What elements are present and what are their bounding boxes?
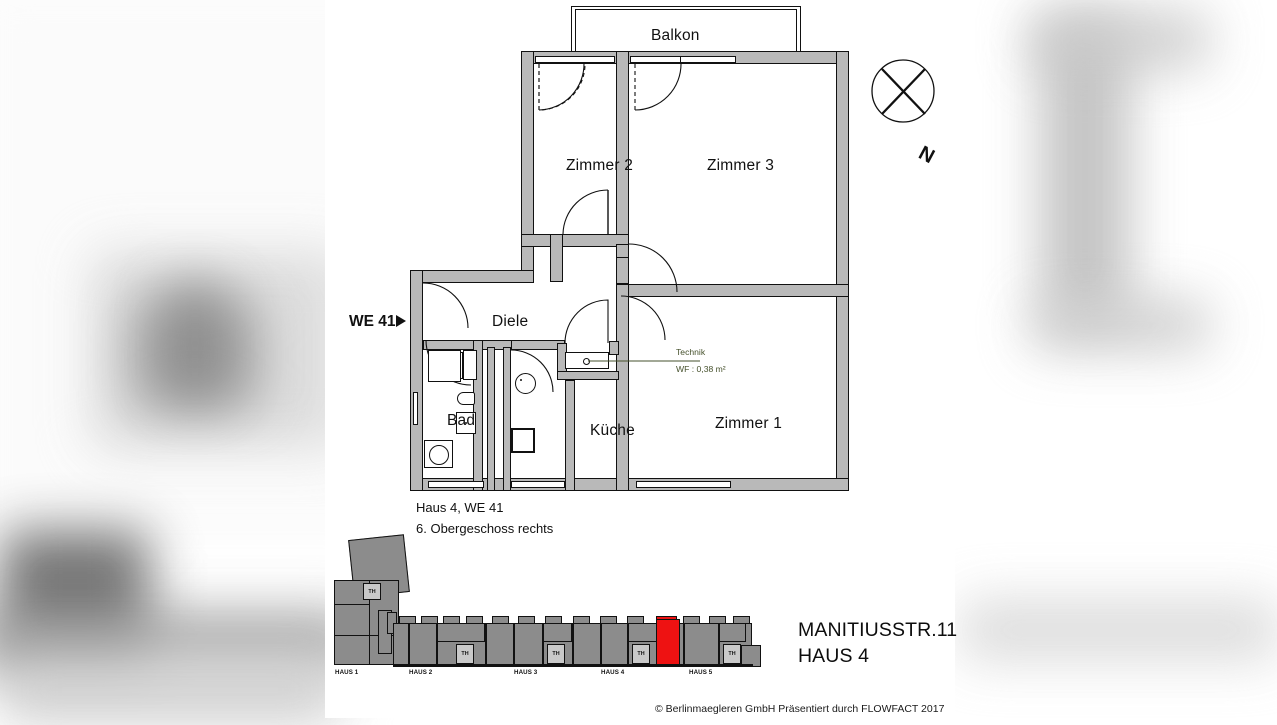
exterior-wall-left-lower [410,270,423,491]
site-plan: TH [325,530,958,695]
backdrop-blob [960,600,1277,660]
site-roof-tab [709,616,726,624]
site-block-haus5-notch [719,623,746,642]
backdrop-blob [0,655,340,725]
window-zimmer3-balcony-2 [630,56,681,63]
site-party-wall [600,623,602,665]
washing-machine-drum-icon [429,445,449,465]
site-label-haus3: HAUS 3 [514,669,538,676]
site-roof-tab [399,616,416,624]
room-label-zimmer2: Zimmer 2 [566,157,634,174]
site-party-wall [542,623,544,665]
site-label-haus5: HAUS 5 [689,669,713,676]
technik-leader-line [588,360,700,362]
kitchen-sink-icon [515,373,536,394]
interior-wall-kueche-right [565,380,575,491]
technik-label: Technik [676,347,706,357]
site-party-wall [683,623,685,665]
site-label-haus2: HAUS 2 [409,669,433,676]
backdrop-blob [1030,10,1210,70]
kitchen-appliance [511,428,535,453]
site-party-wall [718,623,720,665]
site-roof-tab [466,616,483,624]
window-bad-left [413,392,418,425]
site-party-wall [408,623,410,665]
site-block-haus2-notch [437,623,485,642]
site-party-wall [485,623,487,665]
backdrop-blob [1040,20,1130,320]
sink-drain [465,422,467,424]
site-label-haus1: HAUS 1 [335,669,359,676]
door-jamb-z3 [616,244,629,258]
copyright-footer: © Berlinmaegleren GmbH Präsentiert durch… [655,703,945,715]
site-stair-haus1: TH [363,583,381,600]
technik-wall-bottom [557,371,619,380]
window-zimmer1 [636,481,731,488]
site-roof-tab [733,616,750,624]
site-roof-tab [492,616,509,624]
door-jamb-z2 [550,234,563,282]
backdrop-blob [1030,300,1210,350]
site-roof-tab [443,616,460,624]
site-label-haus4: HAUS 4 [601,669,625,676]
site-unit-highlight-we41 [656,619,680,665]
site-row-baseline [393,664,753,667]
site-roof-tab [545,616,562,624]
site-roof-tab [573,616,590,624]
site-roof-tab [627,616,644,624]
site-block-haus3-notch [542,623,572,642]
vanity-cabinet [463,350,477,380]
toilet [457,392,475,405]
site-stair-haus5: TH [723,644,741,664]
bathtub-rim [460,352,463,379]
site-party-wall [572,623,574,665]
site-address-line1: MANITIUSSTR.11 [798,619,958,641]
interior-wall-z2-bottom [521,234,629,247]
site-stair-haus3: TH [547,644,565,664]
entrance-arrow-icon [396,315,406,327]
room-label-zimmer1: Zimmer 1 [715,415,783,432]
shaft-wall-right [503,347,511,491]
interior-wall-z1-left [616,284,629,491]
site-stair-haus2: TH [456,644,474,664]
technik-wall-right [609,341,619,355]
site-block-haus4-notch [627,623,657,642]
technik-area-label: WF : 0,38 m² [676,364,726,374]
site-party-wall [513,623,515,665]
room-label-kueche: Küche [590,422,635,439]
room-label-diele: Diele [492,313,529,330]
window-kueche [511,481,565,488]
window-bad [428,481,484,488]
site-party-wall [436,623,438,665]
site-roof-tab [600,616,617,624]
room-label-balkon: Balkon [651,27,700,44]
site-address-line2: HAUS 4 [798,645,870,667]
room-label-bad: Bad [447,412,476,429]
kitchen-sink-drain [520,379,522,381]
site-block-haus1-c [334,635,370,665]
unit-entrance-label: WE 41 [349,313,396,330]
site-roof-tab [518,616,535,624]
site-stair-haus4: TH [632,644,650,664]
window-zimmer2-balcony [535,56,615,63]
room-label-zimmer3: Zimmer 3 [707,157,775,174]
site-block-haus1-b [334,604,370,636]
plan-caption-line1: Haus 4, WE 41 [416,500,504,515]
plan-caption-line2: 6. Obergeschoss rechts [416,521,554,536]
site-roof-tab [683,616,700,624]
bathtub [428,350,461,382]
backdrop-blob [165,285,225,400]
shaft-wall-left [487,347,495,491]
site-roof-tab [421,616,438,624]
compass-rose-icon [871,59,935,123]
floorplan-sheet: Balkon [325,0,958,718]
site-party-wall [627,623,629,665]
